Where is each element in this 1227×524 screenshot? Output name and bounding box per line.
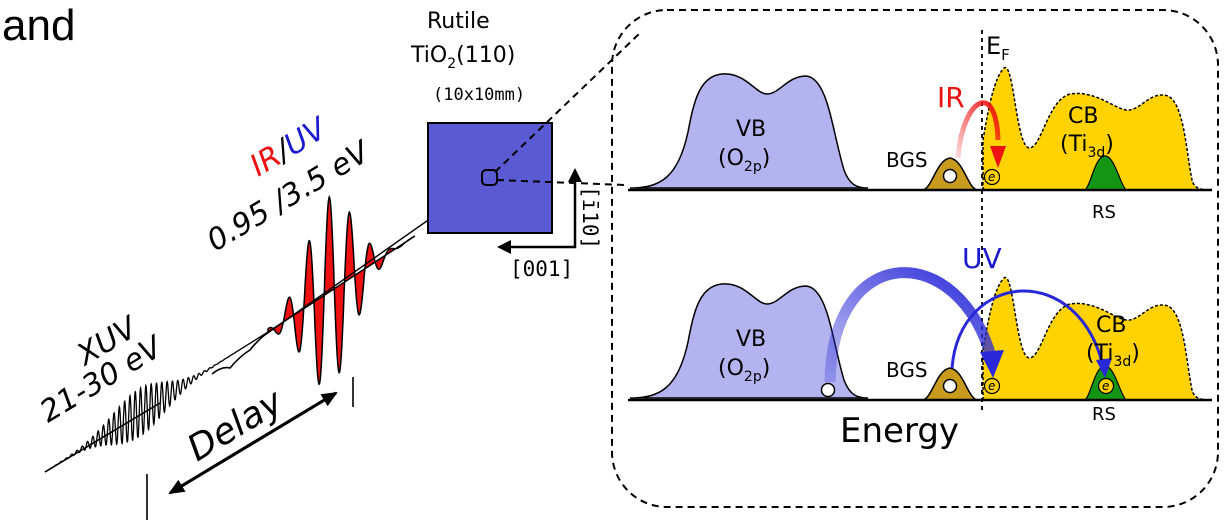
axis-001-label: [001] <box>510 257 573 281</box>
delay-indicator: Delay <box>146 377 354 520</box>
rs-label: RS <box>1092 404 1116 425</box>
delay-label: Delay <box>181 381 291 470</box>
ir-excitation-label: IR <box>937 81 965 114</box>
hole-marker <box>820 382 836 398</box>
cb-label: CB <box>1096 313 1126 338</box>
sample-formula: TiO2(110) <box>410 43 515 72</box>
rs-label: RS <box>1092 202 1116 223</box>
electron-marker-cb <box>983 377 1001 395</box>
xuv-tail-wave <box>211 331 269 375</box>
ir-excitation-arrow <box>955 100 1001 159</box>
resonant-state <box>1083 155 1128 191</box>
sample: Rutile TiO2(110) (10x10mm) [001] [ī10] <box>410 9 641 281</box>
bgs-label: BGS <box>886 358 928 382</box>
uv-excitation-arrow-secondary <box>950 289 1106 371</box>
electron-marker-rs <box>1097 377 1115 395</box>
axis-110-label: [ī10] <box>578 186 602 249</box>
conduction-band <box>982 67 1211 191</box>
uv-excitation-arrow-main <box>824 267 998 383</box>
xuv-pulse <box>44 331 269 473</box>
energy-axis-label: Energy <box>840 411 959 451</box>
uv-excitation-label: UV <box>962 242 1002 275</box>
cb-orbital: (Ti3d) <box>1060 132 1114 161</box>
sample-name: Rutile <box>427 9 490 34</box>
electron-symbol: e <box>1102 379 1109 393</box>
vb-orbital: (O2p) <box>718 356 770 385</box>
electron-symbol: e <box>988 379 995 393</box>
vb-label: VB <box>736 327 766 352</box>
electron-symbol: e <box>988 170 995 184</box>
hole-marker <box>942 168 958 184</box>
probe-spot <box>481 169 498 186</box>
vb-orbital: (O2p) <box>718 146 770 175</box>
cb-label: CB <box>1068 104 1098 129</box>
sample-crystal <box>427 122 553 234</box>
electron-marker <box>983 168 1001 186</box>
heading-text: and <box>2 1 75 50</box>
band-diagram-bottom: e e UV VB (O2p) BGS CB (Ti3d) RS Energy <box>628 242 1212 451</box>
vb-label: VB <box>736 117 766 142</box>
band-diagram-top: e IR VB (O2p) BGS CB (Ti3d) RS <box>628 67 1212 223</box>
xuv-wave <box>44 331 269 473</box>
cb-orbital: (Ti3d) <box>1086 341 1140 370</box>
sample-size: (10x10mm) <box>433 85 525 105</box>
pump-pulse <box>267 195 416 386</box>
valence-band <box>629 283 869 399</box>
fermi-level-label: EF <box>986 32 1010 64</box>
pump-wave <box>267 195 416 386</box>
valence-band <box>629 73 869 189</box>
hole-marker-bgs <box>942 378 958 394</box>
conduction-band <box>982 277 1211 401</box>
bgs-label: BGS <box>886 148 928 172</box>
